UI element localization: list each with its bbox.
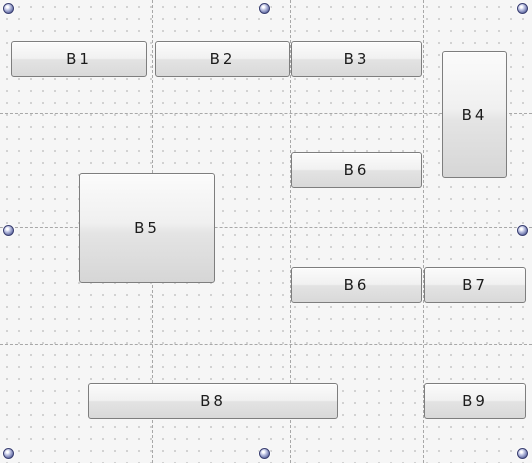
horizontal-guide-line <box>0 344 532 345</box>
resize-handle-icon[interactable] <box>517 225 528 236</box>
button-b5[interactable]: B5 <box>79 173 215 283</box>
button-b3[interactable]: B3 <box>291 41 422 77</box>
horizontal-guide-line <box>0 227 532 228</box>
resize-handle-icon[interactable] <box>517 3 528 14</box>
vertical-guide-line <box>423 0 424 463</box>
button-b7[interactable]: B7 <box>424 267 526 303</box>
button-b6-lower[interactable]: B6 <box>291 267 422 303</box>
resize-handle-icon[interactable] <box>3 3 14 14</box>
button-b6-upper[interactable]: B6 <box>291 152 422 188</box>
button-b8[interactable]: B8 <box>88 383 338 419</box>
horizontal-guide-line <box>0 113 532 114</box>
resize-handle-icon[interactable] <box>517 448 528 459</box>
button-b1[interactable]: B1 <box>11 41 147 77</box>
button-b4[interactable]: B4 <box>442 51 507 178</box>
resize-handle-icon[interactable] <box>259 3 270 14</box>
resize-handle-icon[interactable] <box>3 225 14 236</box>
button-b9[interactable]: B9 <box>424 383 526 419</box>
button-b2[interactable]: B2 <box>155 41 290 77</box>
resize-handle-icon[interactable] <box>259 448 270 459</box>
resize-handle-icon[interactable] <box>3 448 14 459</box>
vertical-guide-line <box>290 0 291 463</box>
